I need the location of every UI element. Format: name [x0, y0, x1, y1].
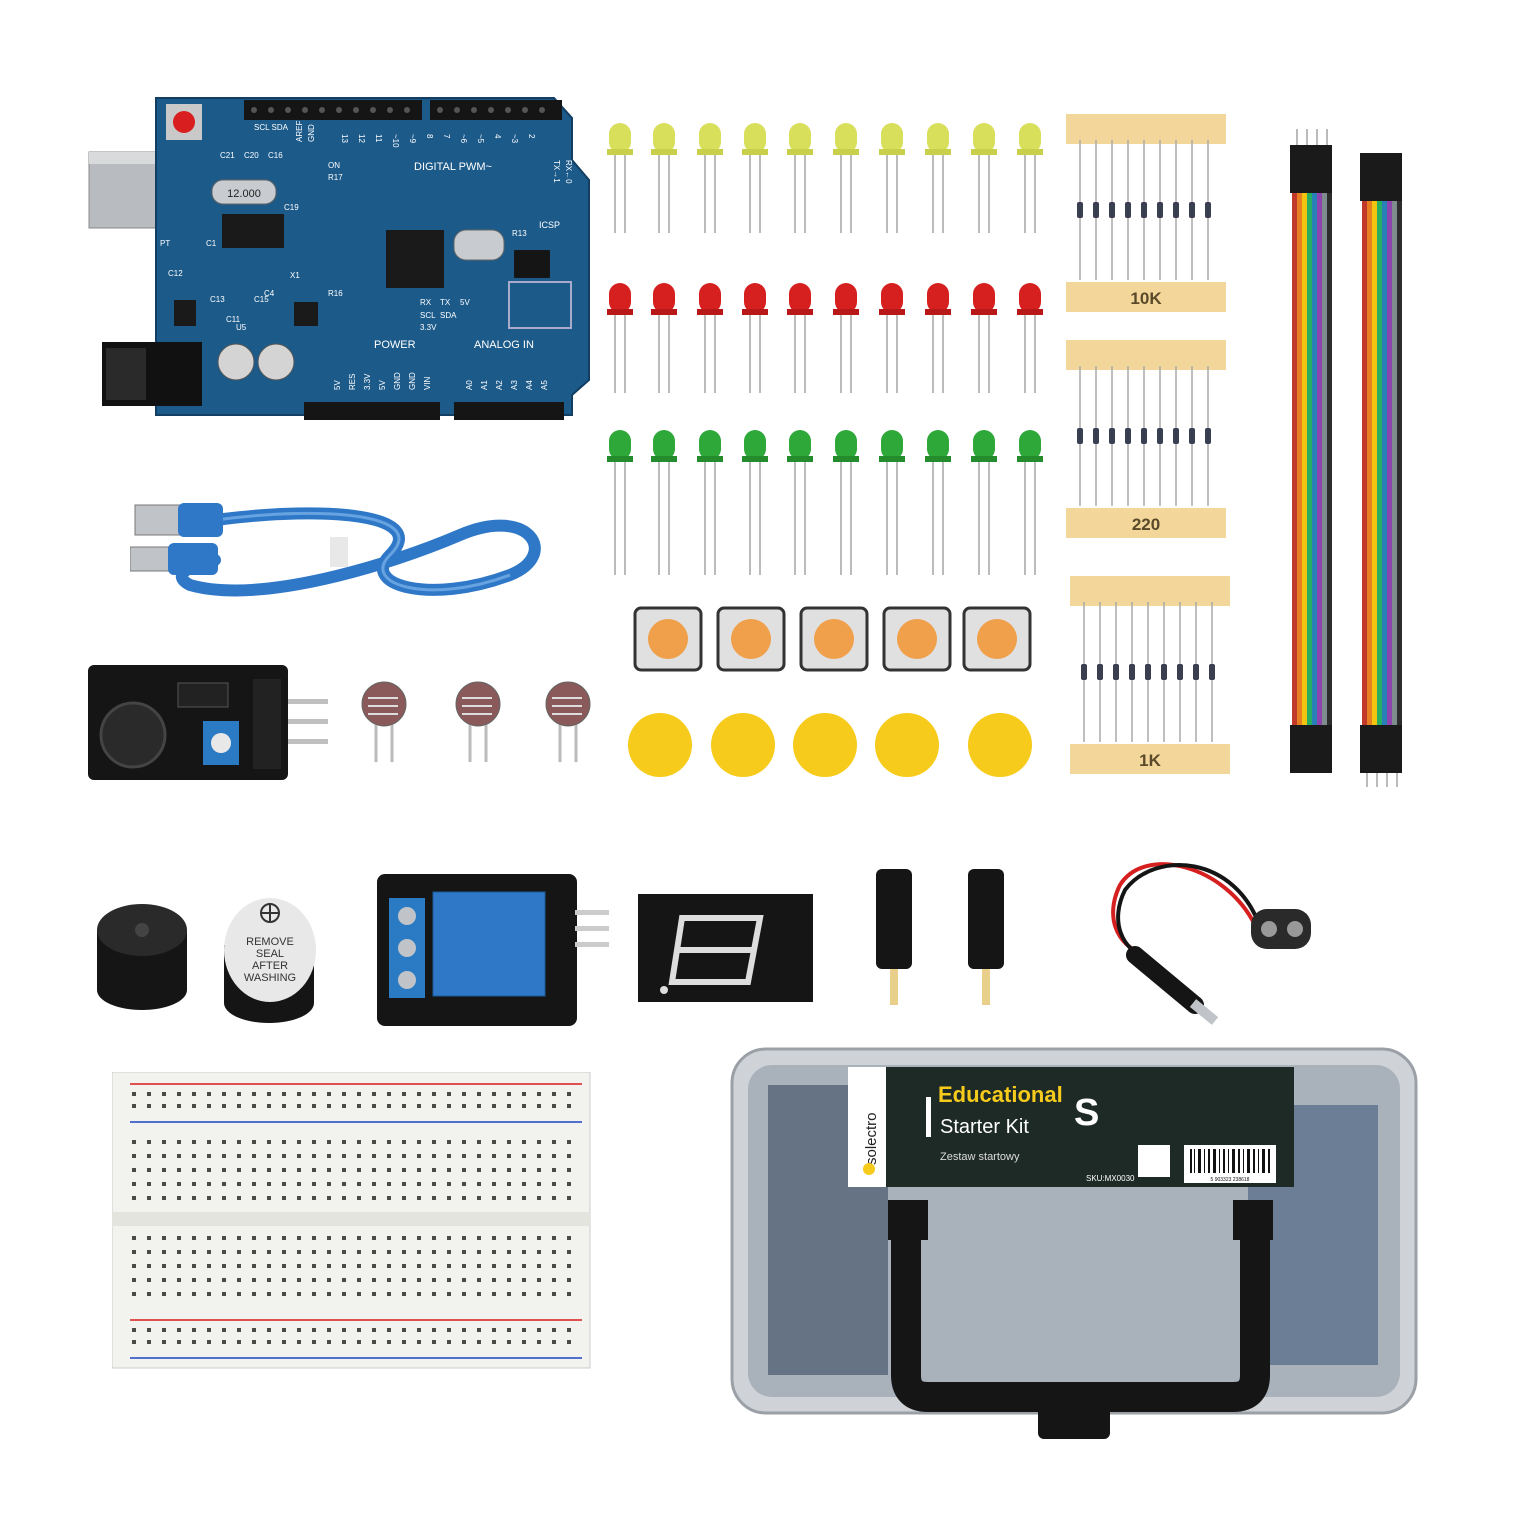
pin-label: 3.3V [363, 373, 372, 390]
standoffs [876, 869, 1004, 1005]
tx2-label: TX [440, 298, 451, 307]
resistor-label-10k: 10K [1130, 289, 1162, 308]
c11-label: C11 [226, 315, 241, 324]
barcode-number: 5 903323 238618 [1211, 1177, 1250, 1183]
kit-title-line2: Starter Kit [940, 1116, 1029, 1138]
breadboard [112, 1072, 591, 1369]
sda-label: SDA [440, 311, 457, 320]
pin-label: ~9 [408, 134, 417, 144]
digital-pin-labels: 13 12 11 ~10 ~9 8 7 ~6 ~5 4 ~3 2 [340, 134, 536, 148]
c4-label: C4 [264, 289, 275, 298]
r13-label: R13 [512, 229, 527, 238]
pin-label: A1 [480, 380, 489, 390]
u5-label: U5 [236, 323, 247, 332]
resistor-label-1k: 1K [1139, 751, 1161, 770]
kit-subtitle: Zestaw startowy [940, 1151, 1020, 1163]
pin-label: ~10 [391, 134, 400, 148]
pin-label: ~6 [459, 134, 468, 144]
r16-label: R16 [328, 289, 343, 298]
brand-logo-icon [863, 1163, 875, 1175]
photoresistors [361, 681, 591, 762]
5v-label: 5V [460, 298, 470, 307]
analog-in-label: ANALOG IN [474, 339, 534, 351]
usb-cable [130, 503, 541, 597]
pin-label: A2 [495, 380, 504, 390]
aref-label: AREF [295, 121, 304, 142]
pin-label: 7 [442, 134, 451, 139]
relay-module [377, 874, 609, 1026]
jumper-wires [1290, 129, 1402, 787]
pin-label: A4 [525, 380, 534, 390]
pin-label: GND [393, 372, 402, 390]
c15-label: C15 [254, 295, 269, 304]
resistor-label-220: 220 [1132, 515, 1160, 534]
pin-label: 5V [378, 380, 387, 390]
pin-label: GND [408, 372, 417, 390]
power-pin-labels: 5V RES 3.3V 5V GND GND VIN [333, 372, 432, 390]
c1-label: C1 [206, 239, 217, 248]
crystal-label: 12.000 [227, 188, 261, 200]
battery-clip [1111, 862, 1311, 1025]
pin-label: A5 [540, 380, 549, 390]
button-caps [628, 713, 1032, 777]
c21-label: C21 [220, 151, 235, 160]
rx-label: RX←0 [564, 160, 573, 184]
on-label: ON [328, 161, 340, 170]
kit-title-line1: Educational [938, 1082, 1063, 1107]
pin-label: 2 [527, 134, 536, 139]
c12-label: C12 [168, 269, 183, 278]
pin-label: 4 [493, 134, 502, 139]
scl-label: SCL [420, 311, 436, 320]
rx2-label: RX [420, 298, 432, 307]
kit-sku: SKU:MX0030 [1086, 1174, 1135, 1183]
arduino-uno-board: 12.000 DIGITAL PWM~ POWER ANALOG IN ICSP… [88, 97, 590, 420]
pin-label: ~3 [510, 134, 519, 144]
c19-label: C19 [284, 203, 299, 212]
pin-label: 13 [340, 134, 349, 143]
pt-label: PT [160, 239, 170, 248]
brand-name: solectro [863, 1112, 880, 1165]
3v3-label: 3.3V [420, 323, 437, 332]
active-buzzer: REMOVE SEAL AFTER WASHING [224, 898, 316, 1023]
c13-label: C13 [210, 295, 225, 304]
gnd-label: GND [307, 124, 316, 142]
pin-label: 11 [374, 134, 383, 143]
passive-buzzer [97, 904, 187, 1010]
c20-label: C20 [244, 151, 259, 160]
icsp-label: ICSP [539, 220, 560, 230]
pin-label: VIN [423, 376, 432, 390]
digital-pwm-label: DIGITAL PWM~ [414, 161, 492, 173]
pin-label: ~5 [476, 134, 485, 144]
power-label: POWER [374, 339, 416, 351]
resistor-strips: 10K 220 1K [1066, 114, 1230, 774]
pin-label: 8 [425, 134, 434, 139]
sticker-line: WASHING [244, 972, 296, 984]
tact-buttons [633, 606, 1032, 672]
kit-box: solectro Educational Starter Kit S Zesta… [730, 1047, 1418, 1439]
analog-pin-labels: A0 A1 A2 A3 A4 A5 [465, 380, 549, 390]
pin-label: RES [348, 374, 357, 390]
sticker-line: SEAL [256, 948, 284, 960]
pin-label: A3 [510, 380, 519, 390]
sound-sensor-module [88, 665, 328, 780]
buzzers: REMOVE SEAL AFTER WASHING [97, 898, 316, 1023]
qr-code-icon [1138, 1145, 1170, 1177]
led-grid [606, 122, 1044, 576]
r17-label: R17 [328, 173, 343, 182]
pin-label: A0 [465, 380, 474, 390]
sticker-line: REMOVE [246, 936, 294, 948]
x1-label: X1 [290, 271, 300, 280]
pin-label: 5V [333, 380, 342, 390]
tx-label: TX→1 [552, 160, 561, 183]
kit-size-letter: S [1074, 1092, 1099, 1134]
sticker-line: AFTER [252, 960, 288, 972]
seven-segment-display [638, 894, 813, 1002]
pin-label: 12 [357, 134, 366, 143]
c16-label: C16 [268, 151, 283, 160]
scl-sda-label: SCL SDA [254, 123, 289, 132]
